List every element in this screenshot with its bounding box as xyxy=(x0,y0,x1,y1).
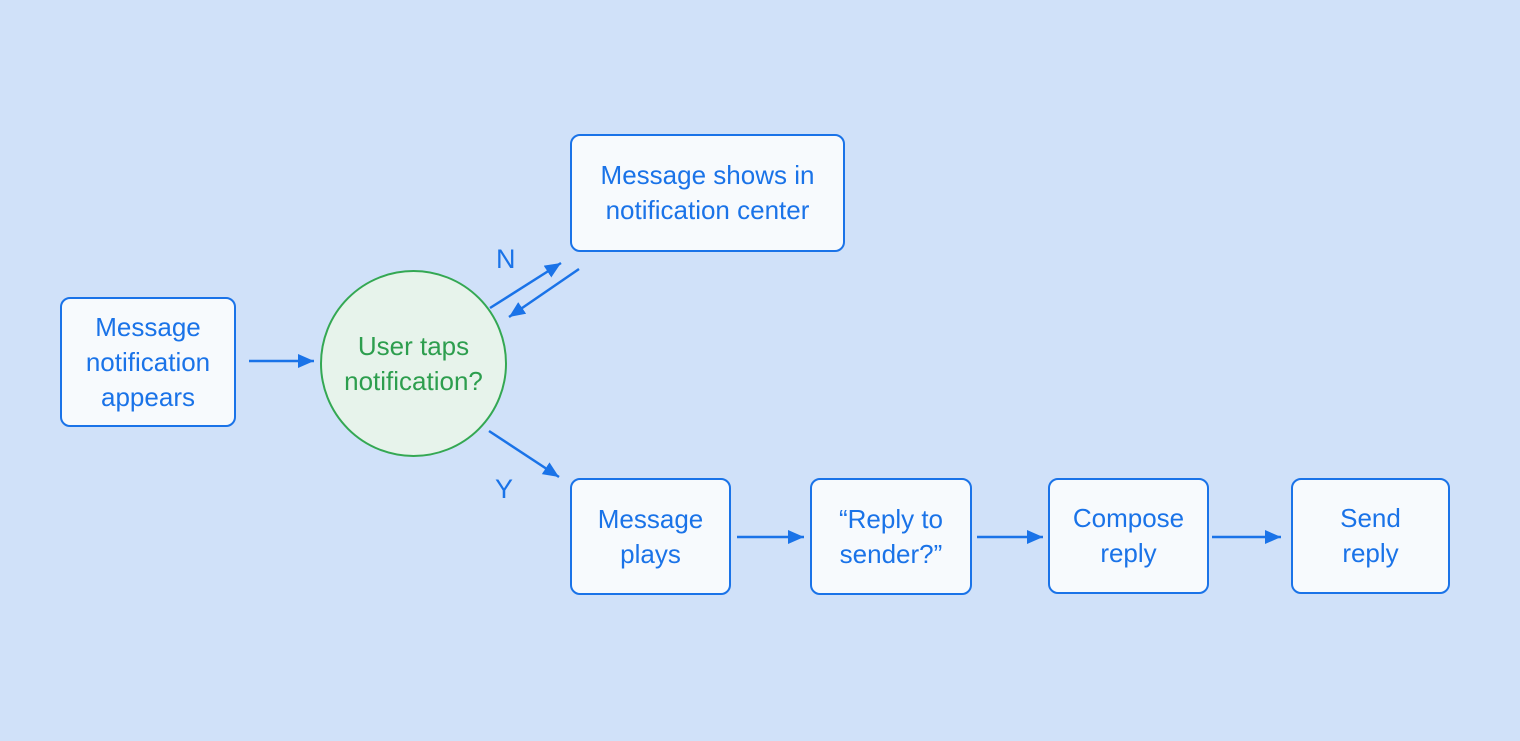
node-label: Compose reply xyxy=(1072,503,1185,568)
node-compose-reply: Compose reply xyxy=(1048,478,1209,594)
edge-decision-to-message-plays-arrow xyxy=(488,429,560,479)
node-decision-user-taps-notification: User taps notification? xyxy=(320,270,507,457)
edge-notification-center-to-decision-arrow xyxy=(508,267,580,319)
node-message-shows-in-notification-center: Message shows in notification center xyxy=(570,134,845,252)
node-label: Message shows in notification center xyxy=(600,160,815,225)
node-label: “Reply to sender?” xyxy=(838,503,944,569)
node-reply-to-sender: “Reply to sender?” xyxy=(810,478,972,595)
node-message-plays: Message plays xyxy=(570,478,731,595)
edge-label-no: N xyxy=(496,244,516,274)
node-label: Send reply xyxy=(1340,503,1401,568)
node-label: Message notification appears xyxy=(85,311,211,412)
edge-label-yes: Y xyxy=(495,474,514,504)
node-label: User taps notification? xyxy=(344,330,483,396)
node-label: Message plays xyxy=(597,503,704,569)
node-send-reply: Send reply xyxy=(1291,478,1450,594)
node-message-notification-appears: Message notification appears xyxy=(60,297,236,427)
